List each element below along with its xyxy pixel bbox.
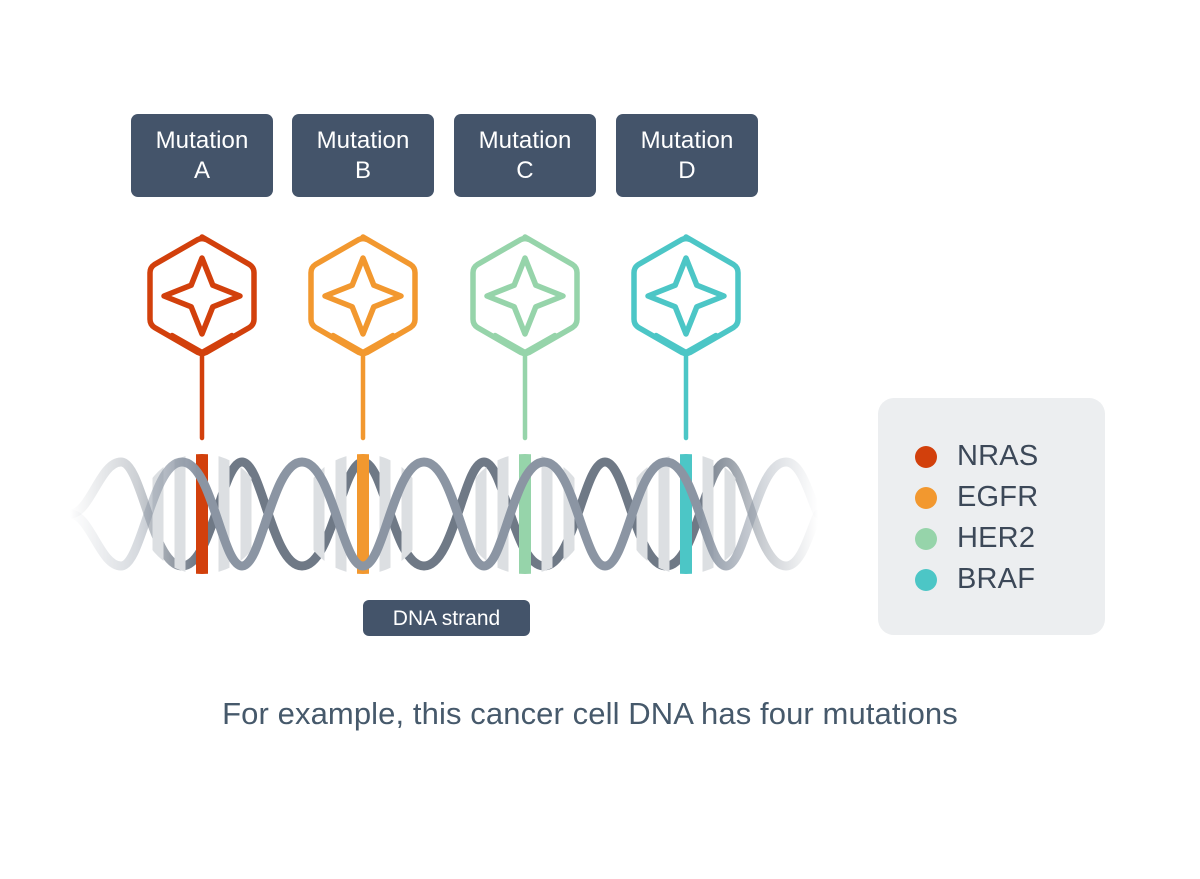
mutation-marker-a bbox=[147, 234, 257, 441]
figure-caption: For example, this cancer cell DNA has fo… bbox=[222, 696, 958, 731]
mutation-label-a-line1: Mutation bbox=[155, 126, 249, 154]
dna-base-pairs bbox=[152, 454, 736, 574]
legend-dot-braf bbox=[915, 568, 937, 591]
mutation-label-b: Mutation B bbox=[292, 114, 434, 197]
mutation-label-c-line1: Mutation bbox=[478, 126, 572, 154]
legend-label-her2: HER2 bbox=[957, 522, 1036, 554]
legend-item-nras[interactable]: NRAS bbox=[915, 436, 1038, 477]
mutation-marker-c bbox=[470, 234, 580, 441]
hexagon-star-icon-b bbox=[308, 234, 418, 357]
hexagon-star-icon-d bbox=[631, 234, 741, 357]
dna-rungs-b bbox=[313, 454, 413, 574]
mutation-marker-b bbox=[308, 234, 418, 441]
mutation-label-b-line2: B bbox=[354, 156, 372, 184]
dna-backbone-front bbox=[65, 457, 823, 571]
legend-label-egfr: EGFR bbox=[957, 481, 1039, 513]
legend-item-braf[interactable]: BRAF bbox=[915, 559, 1038, 600]
hexagon-star-icon-a bbox=[147, 234, 257, 357]
dna-rungs-a bbox=[152, 454, 252, 574]
gene-legend-list: NRAS EGFR HER2 BRAF bbox=[915, 436, 1038, 600]
mutation-label-d: Mutation D bbox=[616, 114, 758, 197]
legend-dot-egfr bbox=[915, 486, 937, 509]
legend-label-nras: NRAS bbox=[957, 440, 1039, 472]
dna-rungs-d bbox=[636, 454, 736, 574]
mutation-label-d-line1: Mutation bbox=[640, 126, 734, 154]
hexagon-star-icon-c bbox=[470, 234, 580, 357]
mutation-label-c-line2: C bbox=[516, 156, 534, 184]
dna-rungs-c bbox=[475, 454, 575, 574]
legend-dot-her2 bbox=[915, 527, 937, 550]
mutation-label-c: Mutation C bbox=[454, 114, 596, 197]
mutation-marker-d bbox=[631, 234, 741, 441]
mutation-label-b-line1: Mutation bbox=[316, 126, 410, 154]
dna-strand-label: DNA strand bbox=[363, 600, 530, 636]
mutation-label-d-line2: D bbox=[678, 156, 696, 184]
legend-item-egfr[interactable]: EGFR bbox=[915, 477, 1038, 518]
legend-label-braf: BRAF bbox=[957, 563, 1036, 595]
mutation-label-a-line2: A bbox=[193, 156, 211, 184]
dna-strand-label-text: DNA strand bbox=[392, 606, 501, 630]
mutation-label-a: Mutation A bbox=[131, 114, 273, 197]
legend-item-her2[interactable]: HER2 bbox=[915, 518, 1038, 559]
gene-legend-panel: NRAS EGFR HER2 BRAF bbox=[878, 398, 1105, 635]
legend-dot-nras bbox=[915, 445, 937, 468]
